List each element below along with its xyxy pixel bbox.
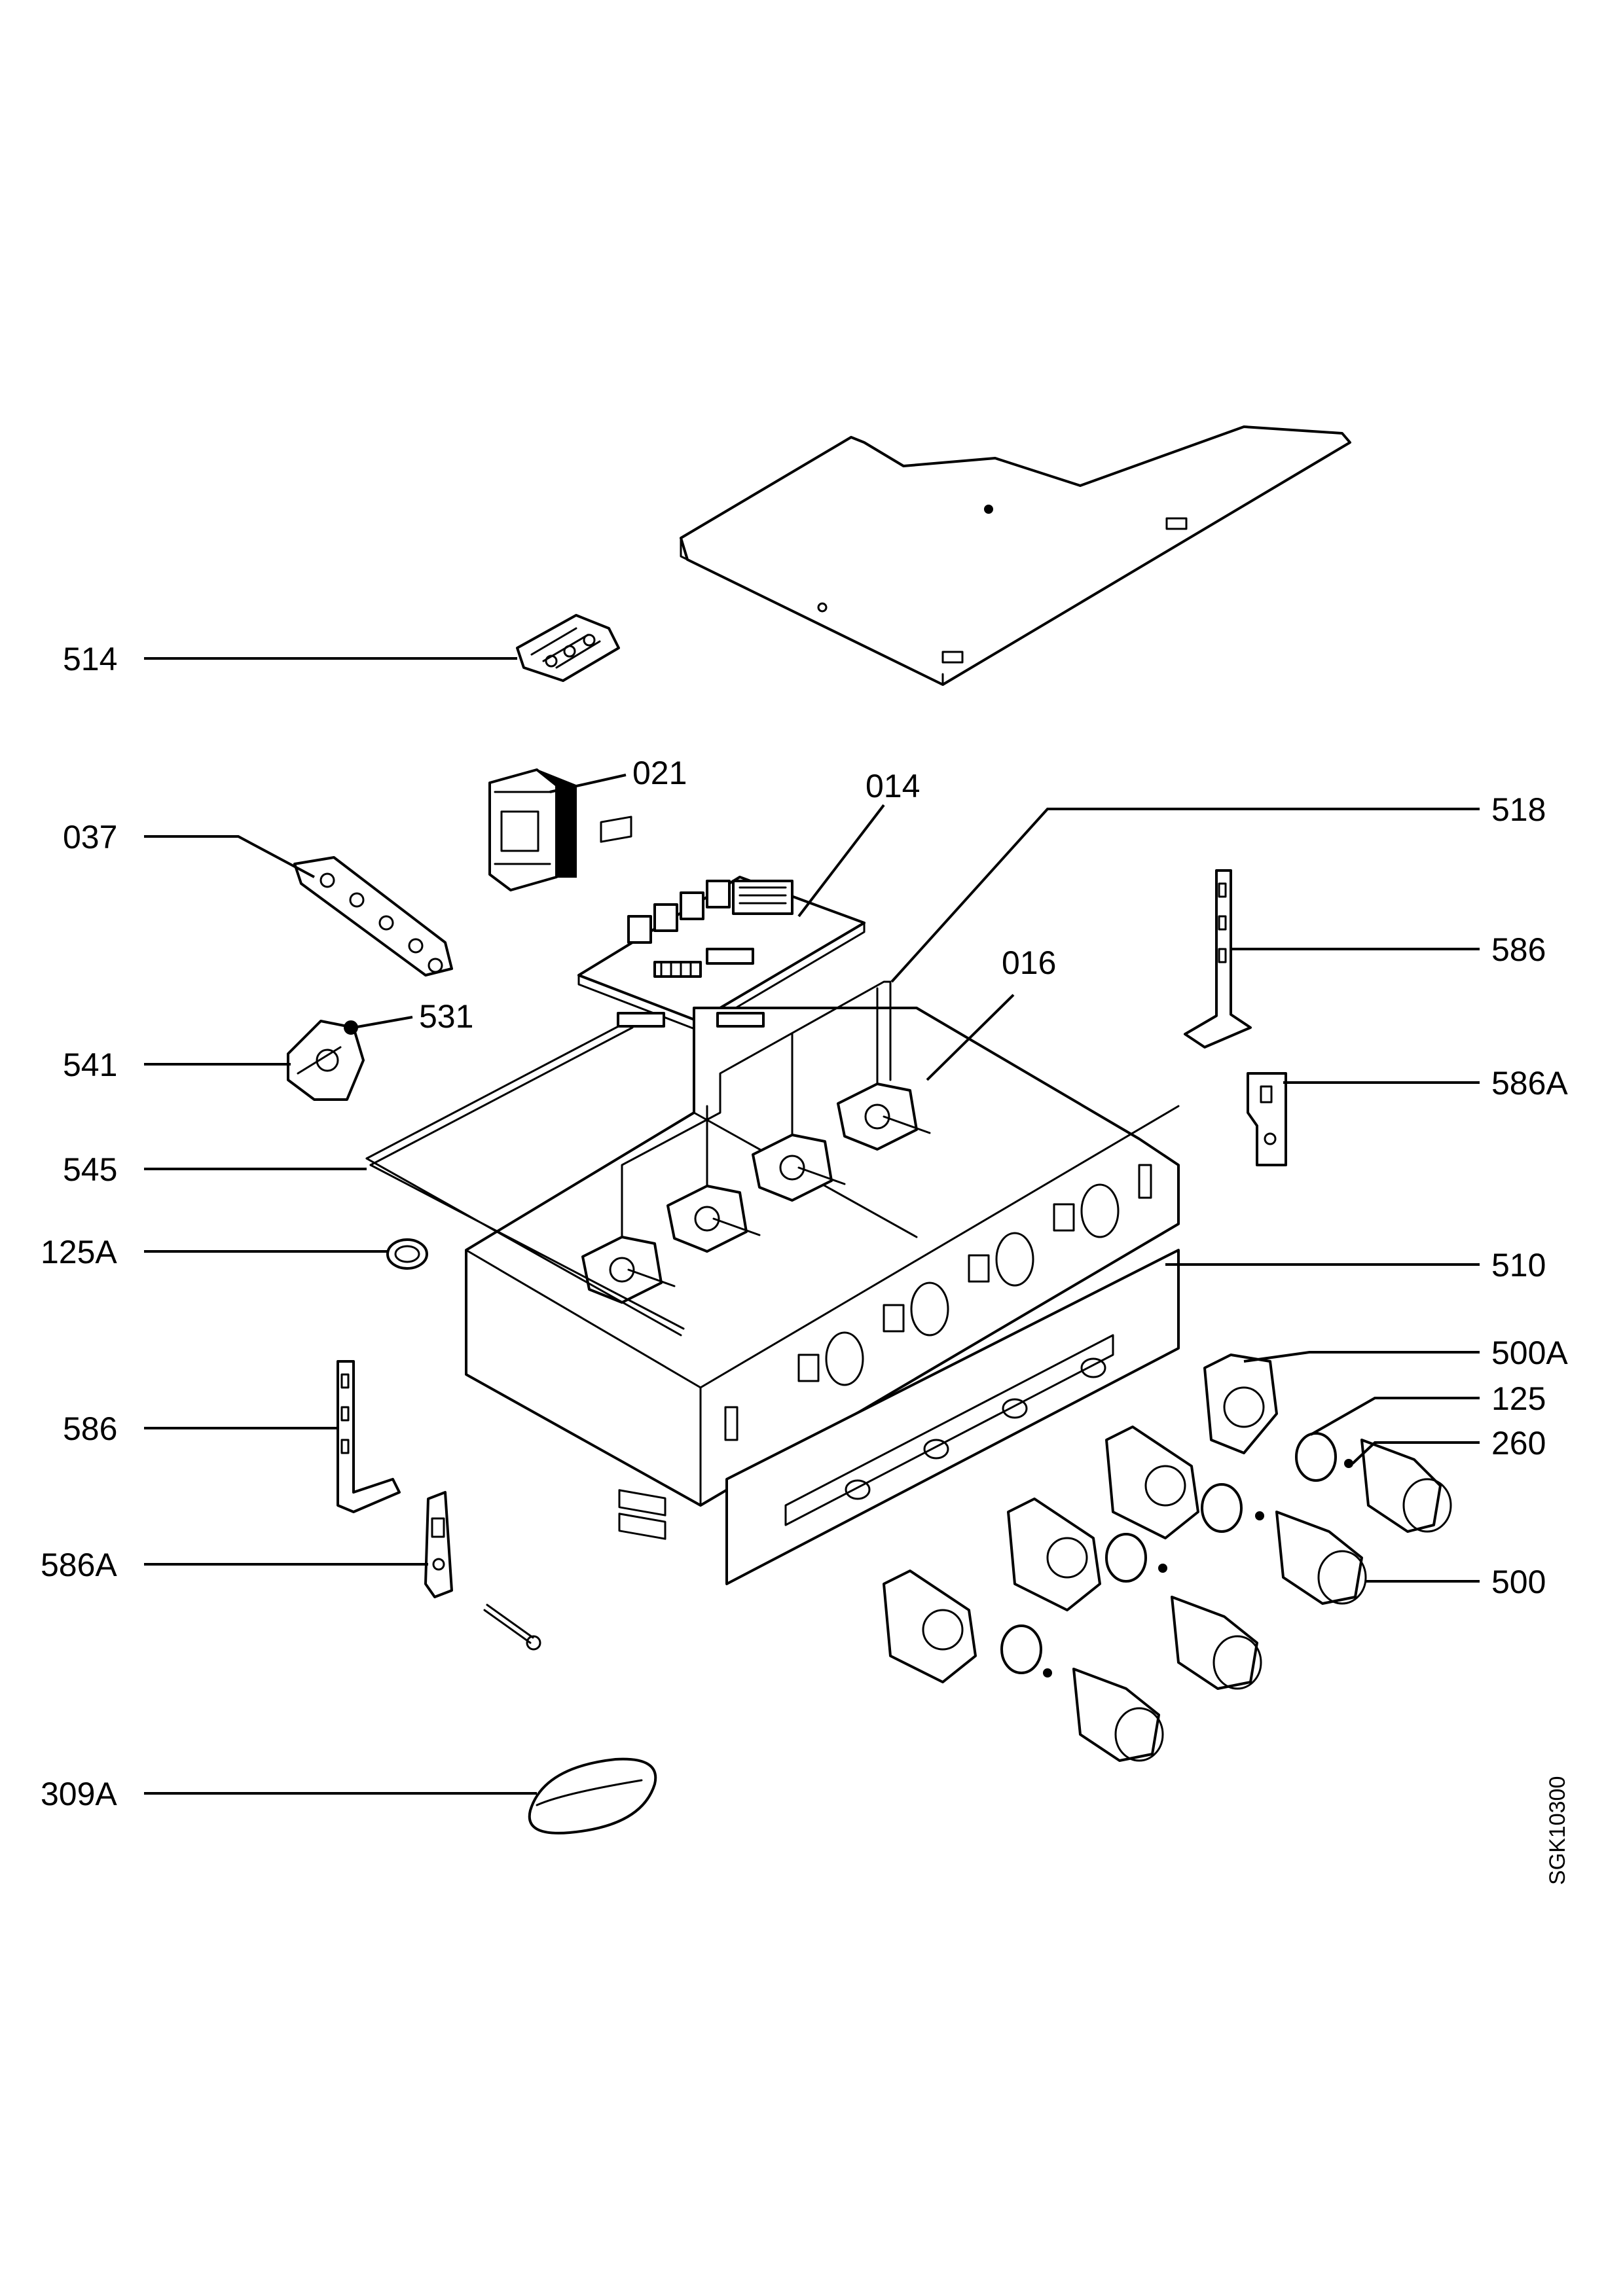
callout-021: 021 xyxy=(632,755,687,791)
callout-514: 514 xyxy=(63,641,117,677)
callout-125: 125 xyxy=(1491,1380,1546,1417)
callout-586A-left: 586A xyxy=(41,1547,117,1583)
callout-518: 518 xyxy=(1491,791,1546,828)
drawing-code: SGK10300 xyxy=(1545,1776,1570,1885)
bracket-586-right xyxy=(1184,869,1252,1049)
knob-assembly-500 xyxy=(883,1354,1452,1762)
callout-125A: 125A xyxy=(41,1234,117,1270)
circuit-board-014 xyxy=(577,816,866,1031)
callout-510: 510 xyxy=(1491,1247,1546,1283)
callout-260: 260 xyxy=(1491,1425,1546,1462)
callout-500: 500 xyxy=(1491,1564,1546,1600)
callout-586-right: 586 xyxy=(1491,931,1546,968)
callout-309A: 309A xyxy=(41,1776,117,1812)
label-plate-309A xyxy=(528,1757,657,1835)
callout-500A: 500A xyxy=(1491,1335,1568,1371)
callout-037: 037 xyxy=(63,819,117,855)
bracket-586-left xyxy=(337,1360,401,1513)
callout-531: 531 xyxy=(419,998,473,1035)
switch-541 xyxy=(287,1020,365,1101)
control-housing-510 xyxy=(465,1007,1180,1540)
callout-014: 014 xyxy=(866,768,920,804)
callout-586A-right: 586A xyxy=(1491,1065,1568,1102)
terminal-block-514 xyxy=(516,614,620,682)
callout-541: 541 xyxy=(63,1047,117,1083)
front-fascia-panel xyxy=(725,1249,1180,1585)
bracket-586A-left xyxy=(424,1491,453,1598)
top-cover-plate xyxy=(680,425,1351,686)
callout-labels: 514 021 014 037 518 586 016 531 541 586A… xyxy=(41,641,1568,1812)
leader-lines xyxy=(144,657,1480,1795)
callout-016: 016 xyxy=(1002,944,1056,981)
wiring-harness-545 xyxy=(365,980,892,1336)
callout-586-left: 586 xyxy=(63,1410,117,1447)
grommet-125A xyxy=(386,1238,428,1270)
bracket-586A-right xyxy=(1247,1072,1287,1166)
callout-545: 545 xyxy=(63,1151,117,1188)
screw xyxy=(483,1604,541,1651)
transformer-021 xyxy=(488,768,577,891)
terminal-strip-037 xyxy=(293,856,453,977)
